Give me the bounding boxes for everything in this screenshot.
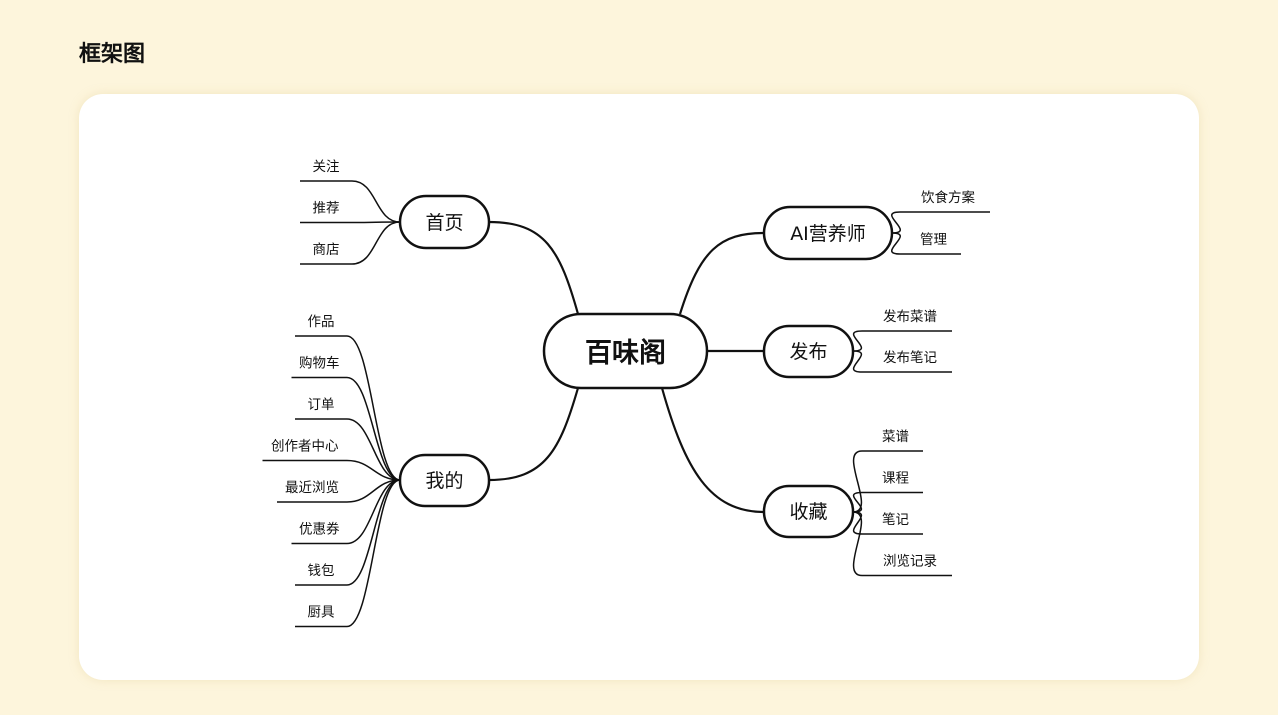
leaf-connector: [852, 450, 863, 513]
edge-root-favorites: [660, 387, 765, 514]
edge-root-home: [488, 220, 580, 315]
root-node: 百味阁: [542, 312, 709, 390]
branch-node-home: 首页: [398, 194, 491, 250]
branch-node-favorites: 收藏: [762, 484, 855, 539]
leaf-connector: [346, 479, 401, 545]
branch-label-ai: AI营养师: [790, 223, 866, 245]
branch-label-mine: 我的: [425, 470, 463, 492]
leaf-label-mine: 厨具: [308, 605, 335, 621]
leaf-label-publish: 发布菜谱: [883, 309, 937, 325]
leaf-connector: [346, 479, 401, 503]
leaf-connector: [351, 180, 401, 223]
leaf-label-mine: 钱包: [308, 563, 335, 579]
leaf-connector: [346, 459, 401, 481]
leaf-connector: [346, 376, 401, 481]
leaf-label-favorites: 课程: [882, 471, 909, 487]
leaf-label-ai: 管理: [920, 232, 948, 248]
branch-label-home: 首页: [425, 212, 463, 234]
leaf-label-publish: 发布笔记: [883, 350, 937, 366]
leaf-connector: [346, 418, 401, 481]
leaf-connector: [852, 350, 863, 373]
leaf-label-mine: 作品: [308, 314, 335, 330]
leaf-group: 关注推荐商店作品购物车订单创作者中心最近浏览优惠券钱包厨具饮食方案管理发布菜谱发…: [262, 159, 990, 628]
leaf-connector: [852, 511, 863, 535]
leaf-label-favorites: 笔记: [882, 512, 909, 528]
branch-node-mine: 我的: [398, 453, 491, 508]
leaf-connector: [891, 211, 901, 234]
leaf-label-ai: 饮食方案: [921, 189, 975, 206]
edge-root-mine: [488, 387, 580, 482]
branch-node-ai: AI营养师: [762, 205, 894, 261]
leaf-connector: [852, 511, 863, 577]
leaf-connector: [351, 221, 401, 224]
leaf-connector: [852, 330, 863, 352]
leaf-label-mine: 优惠券: [299, 522, 340, 538]
branch-label-publish: 发布: [789, 341, 827, 363]
page-title: 框架图: [79, 42, 146, 67]
branch-node-publish: 发布: [762, 324, 855, 379]
leaf-connector: [346, 479, 401, 586]
leaf-label-mine: 购物车: [299, 355, 340, 372]
leaf-connector: [351, 221, 401, 265]
leaf-connector: [346, 335, 401, 481]
leaf-label-mine: 订单: [308, 397, 335, 413]
leaf-connector: [891, 232, 901, 255]
leaf-label-home: 推荐: [313, 201, 340, 217]
leaf-connector: [346, 479, 401, 628]
leaf-label-mine: 创作者中心: [271, 439, 339, 455]
leaf-label-home: 商店: [313, 242, 340, 258]
root-label: 百味阁: [585, 337, 666, 369]
edge-root-ai: [678, 231, 765, 315]
leaf-label-favorites: 浏览记录: [883, 554, 937, 570]
leaf-label-mine: 最近浏览: [285, 480, 339, 496]
branch-label-favorites: 收藏: [789, 501, 827, 523]
leaf-connector: [852, 491, 863, 513]
leaf-label-home: 关注: [313, 159, 340, 175]
leaf-label-favorites: 菜谱: [882, 429, 909, 445]
